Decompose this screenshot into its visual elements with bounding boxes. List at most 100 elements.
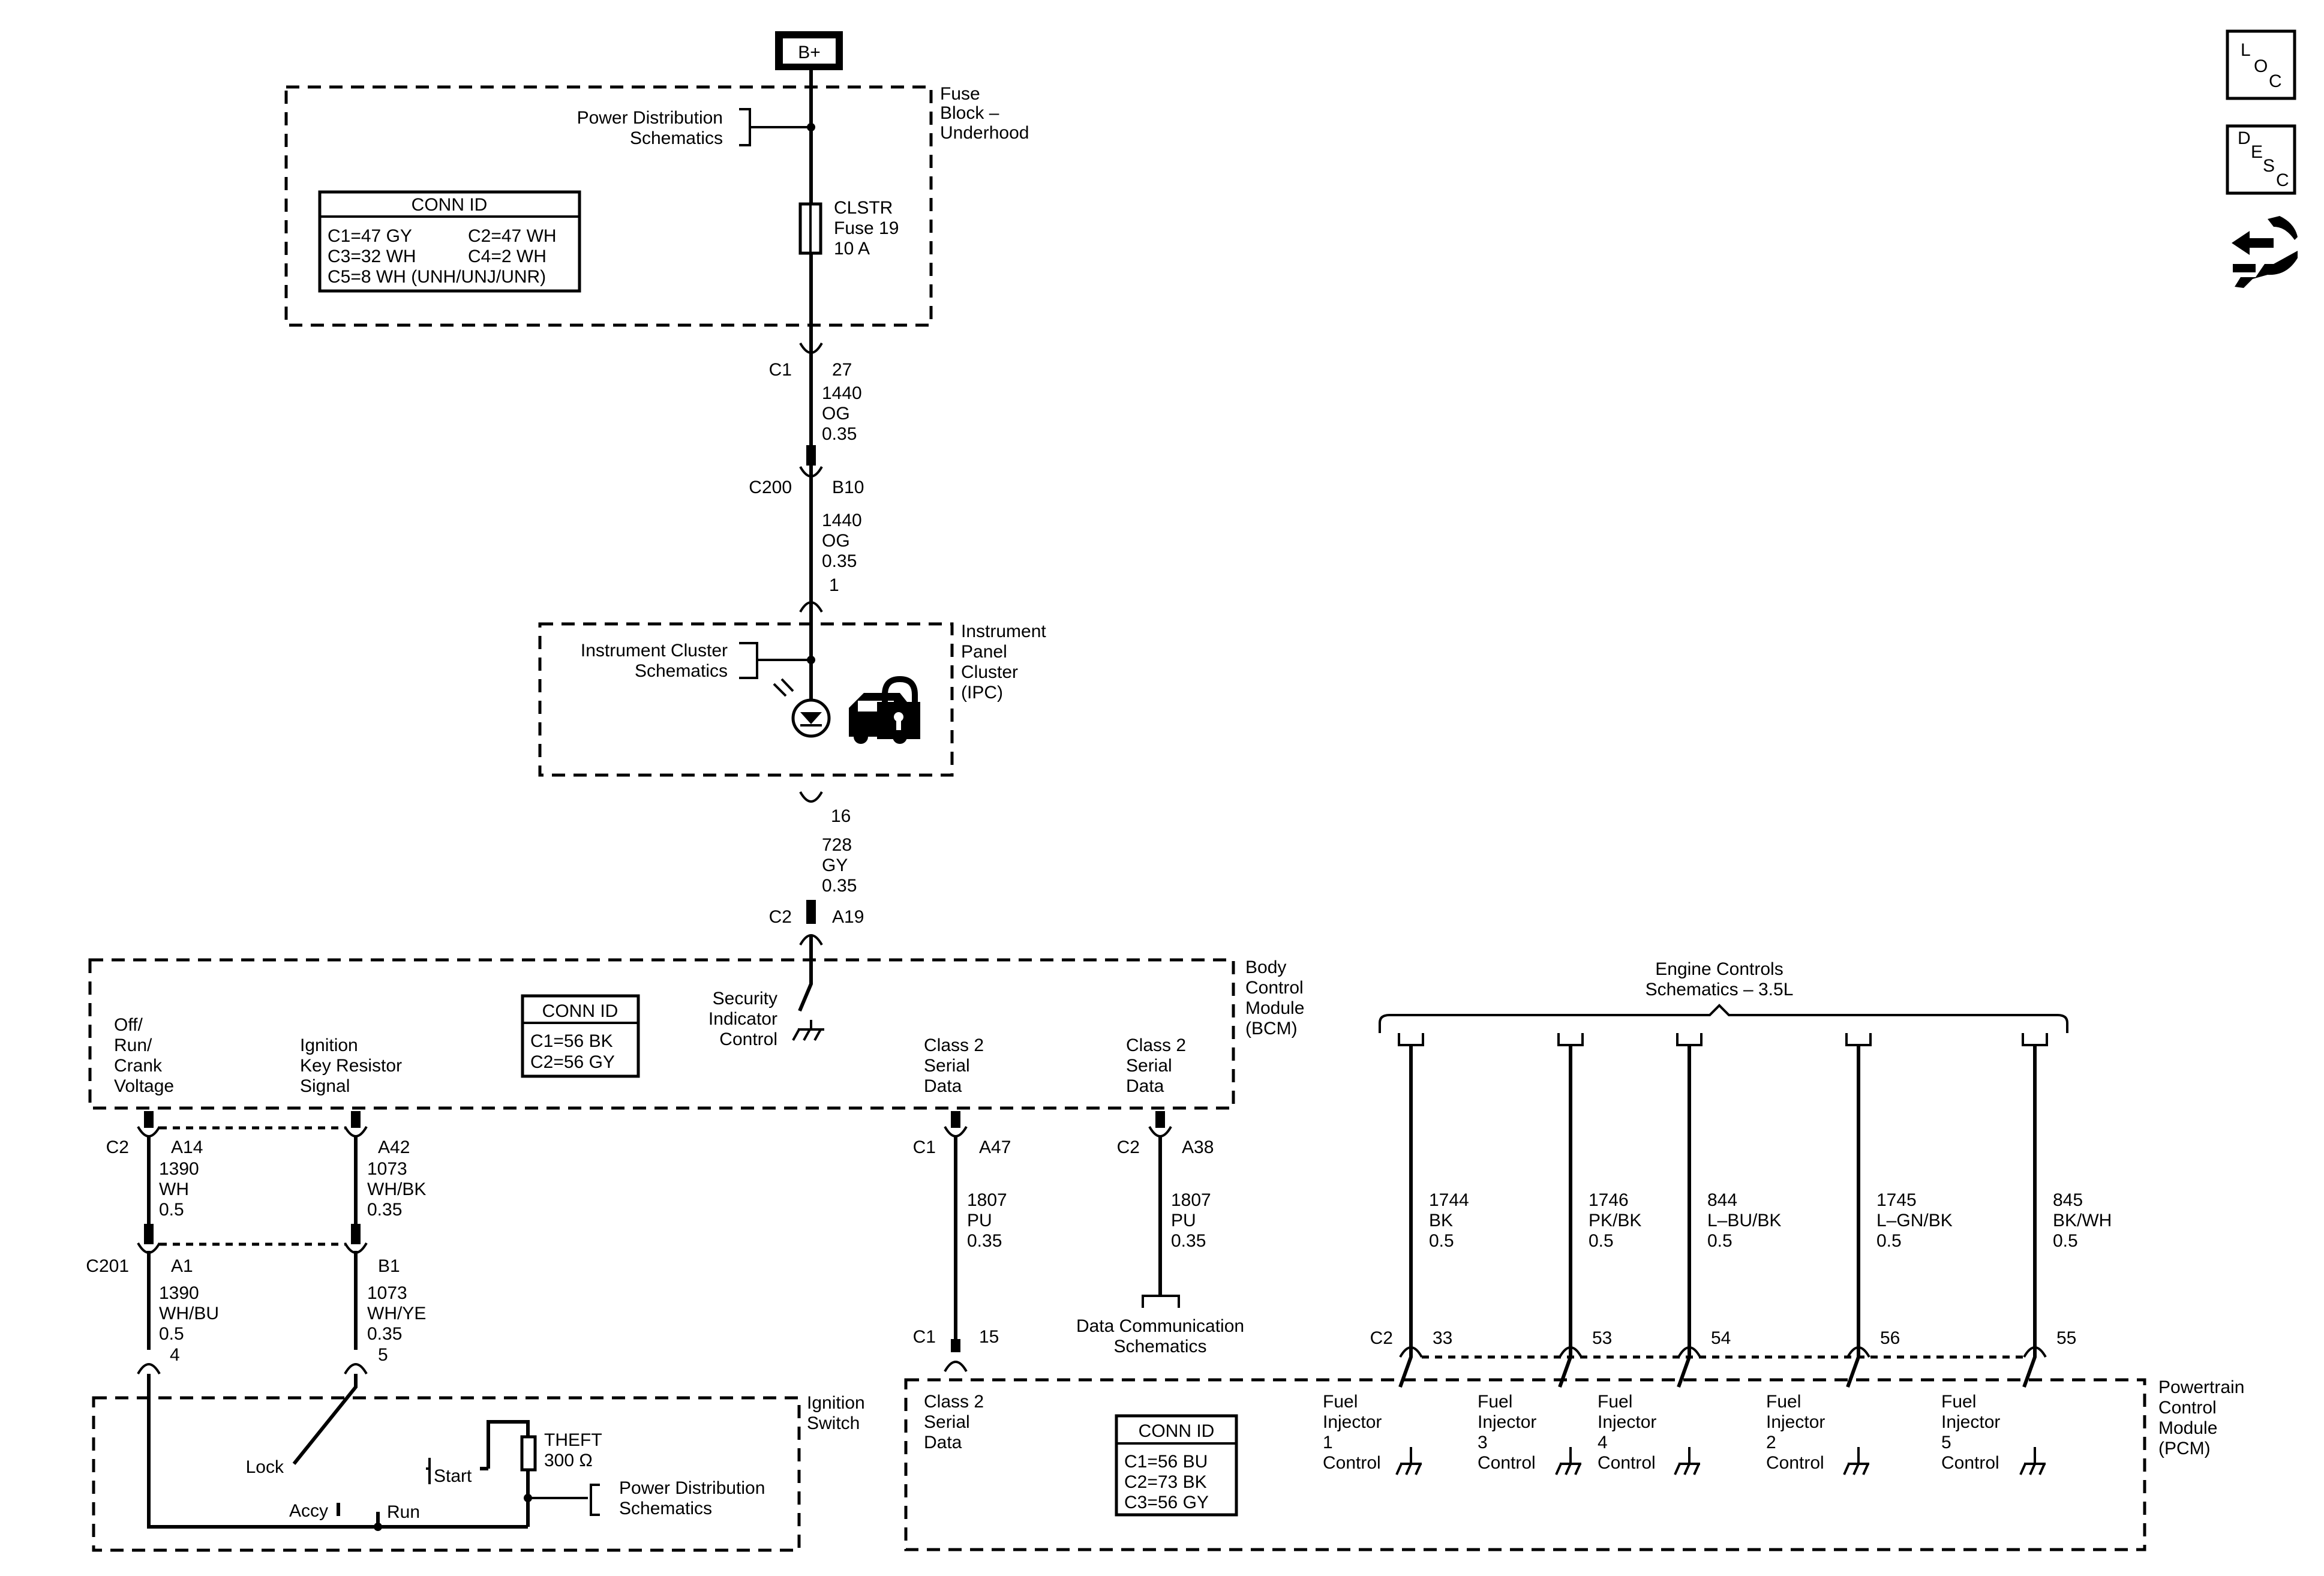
svg-text:B1: B1 xyxy=(378,1256,400,1276)
injector-pin: 56 xyxy=(1880,1328,1900,1348)
fuse-block-title: Fuse Block – Underhood xyxy=(940,84,1029,143)
injector-label-line: Fuel xyxy=(1478,1392,1512,1412)
injector-label-line: Injector xyxy=(1478,1412,1536,1432)
ipc-connector-1 xyxy=(799,601,823,613)
svg-text:Data: Data xyxy=(1126,1076,1164,1096)
car-lock-icon xyxy=(849,676,920,744)
svg-text:WH: WH xyxy=(159,1179,189,1199)
wire3-labels: 16 728 GY 0.35 C2 A19 xyxy=(769,806,864,927)
pcm-injector-connector xyxy=(1677,1346,1701,1358)
svg-text:S: S xyxy=(2263,156,2275,176)
svg-text:C200: C200 xyxy=(749,478,792,497)
svg-text:15: 15 xyxy=(979,1327,999,1347)
svg-text:Security: Security xyxy=(713,989,777,1008)
ground-symbol xyxy=(1555,1447,1581,1475)
injector-circuit: 844 xyxy=(1707,1190,1737,1210)
svg-text:Class 2: Class 2 xyxy=(1126,1035,1186,1055)
ground-symbol xyxy=(1395,1447,1422,1475)
injector-pin: 33 xyxy=(1433,1328,1452,1348)
injector-label-line: Injector xyxy=(1766,1412,1825,1432)
injector-bracket xyxy=(1676,1033,1703,1046)
ign-accy-label: Accy xyxy=(289,1501,328,1521)
svg-text:A42: A42 xyxy=(378,1137,410,1157)
wire2-labels: C200 B10 1440 OG 0.35 1 xyxy=(749,478,864,595)
loc-icon[interactable]: L O C xyxy=(2226,29,2296,100)
svg-text:Crank: Crank xyxy=(114,1056,163,1076)
svg-text:Serial: Serial xyxy=(924,1412,970,1432)
injector-label-line: Injector xyxy=(1598,1412,1656,1432)
svg-text:5: 5 xyxy=(378,1345,388,1365)
ign-start-label: Start xyxy=(434,1466,472,1486)
svg-text:WH/BK: WH/BK xyxy=(367,1179,426,1199)
ground-symbol-bcm xyxy=(792,1020,824,1041)
svg-text:C2=73 BK: C2=73 BK xyxy=(1124,1472,1207,1492)
svg-text:B10: B10 xyxy=(832,478,864,497)
ign-switch-connectors xyxy=(137,1363,368,1375)
engine-controls-ref[interactable]: Engine Controls Schematics – 3.5L xyxy=(1379,959,2068,1033)
connector-c1-27 xyxy=(799,342,823,354)
pcm-title: Powertrain Control Module (PCM) xyxy=(2158,1377,2244,1458)
svg-text:Instrument Cluster: Instrument Cluster xyxy=(581,641,728,661)
a1-labels: C201 A1 1390 WH/BU 0.5 4 xyxy=(86,1256,219,1365)
wire-ign-key xyxy=(292,1136,358,1465)
class2-label-a38: Class 2 Serial Data xyxy=(1126,1035,1186,1096)
ign-power-distribution-ref[interactable]: Power Distribution Schematics xyxy=(619,1478,765,1518)
ground-symbol xyxy=(1674,1447,1700,1475)
hand-arrows-icon[interactable] xyxy=(2232,216,2298,288)
svg-text:Run/: Run/ xyxy=(114,1035,152,1055)
wire1-labels: C1 27 1440 OG 0.35 xyxy=(769,360,862,444)
pcm-injector-connector xyxy=(1846,1346,1870,1358)
injector-circuit: 1746 xyxy=(1589,1190,1629,1210)
svg-text:Voltage: Voltage xyxy=(114,1076,174,1096)
svg-text:Switch: Switch xyxy=(807,1413,860,1433)
svg-text:(IPC): (IPC) xyxy=(961,683,1003,703)
svg-text:Data Communication: Data Communication xyxy=(1076,1316,1244,1336)
injector-circuit: 845 xyxy=(2053,1190,2083,1210)
svg-text:1073: 1073 xyxy=(367,1159,407,1179)
svg-text:0.35: 0.35 xyxy=(1171,1231,1206,1251)
svg-text:A38: A38 xyxy=(1182,1137,1214,1157)
injector-pin: 54 xyxy=(1711,1328,1731,1348)
pcm-class2-label: Class 2 Serial Data xyxy=(924,1392,984,1452)
fuse-clstr: CLSTR Fuse 19 10 A xyxy=(798,198,899,259)
data-comm-bracket[interactable] xyxy=(1142,1295,1180,1308)
svg-text:Control: Control xyxy=(2158,1398,2217,1418)
injector-color: L–BU/BK xyxy=(1707,1211,1781,1230)
injector-pin: 55 xyxy=(2056,1328,2076,1348)
injector-wire-line xyxy=(1398,1045,1413,1388)
instrument-cluster-ref[interactable]: Instrument Cluster Schematics xyxy=(581,641,811,681)
injector-labels: FuelInjector1ControlFuelInjector3Control… xyxy=(1323,1392,2000,1473)
ign-power-dist-bracket[interactable] xyxy=(528,1484,600,1516)
svg-text:THEFT: THEFT xyxy=(544,1430,602,1450)
desc-icon[interactable]: D E S C xyxy=(2226,124,2296,195)
injector-wires: 1744BK0.533C21746PK/BK0.553844L–BU/BK0.5… xyxy=(1370,1033,2112,1475)
data-communication-ref[interactable]: Data Communication Schematics xyxy=(1076,1316,1244,1356)
svg-text:C5=8 WH (UNH/UNJ/UNR): C5=8 WH (UNH/UNJ/UNR) xyxy=(328,267,546,287)
pcm-injector-connector xyxy=(2023,1346,2047,1358)
ipc-outline xyxy=(538,622,954,777)
ignition-switch-outline xyxy=(92,1396,801,1552)
svg-text:27: 27 xyxy=(832,360,852,380)
injector-conn: C2 xyxy=(1370,1328,1393,1348)
svg-text:CONN ID: CONN ID xyxy=(412,195,488,215)
power-distribution-ref[interactable]: Power Distribution Schematics xyxy=(577,108,811,148)
svg-text:Schematics: Schematics xyxy=(635,661,728,681)
svg-text:1440: 1440 xyxy=(822,383,862,403)
fuse-block-conn-id: CONN ID C1=47 GY C2=47 WH C3=32 WH C4=2 … xyxy=(318,190,581,293)
svg-text:C4=2 WH: C4=2 WH xyxy=(468,247,547,266)
svg-text:C1: C1 xyxy=(769,360,792,380)
svg-text:CONN ID: CONN ID xyxy=(542,1001,618,1021)
svg-text:1073: 1073 xyxy=(367,1283,407,1303)
svg-text:Cluster: Cluster xyxy=(961,662,1018,682)
svg-text:C1=56 BK: C1=56 BK xyxy=(530,1031,613,1051)
injector-label-line: Control xyxy=(1941,1453,1999,1473)
svg-text:Signal: Signal xyxy=(300,1076,350,1096)
fuse-block-outline xyxy=(284,85,933,327)
svg-text:300 Ω: 300 Ω xyxy=(544,1451,593,1470)
svg-text:0.35: 0.35 xyxy=(822,424,857,444)
